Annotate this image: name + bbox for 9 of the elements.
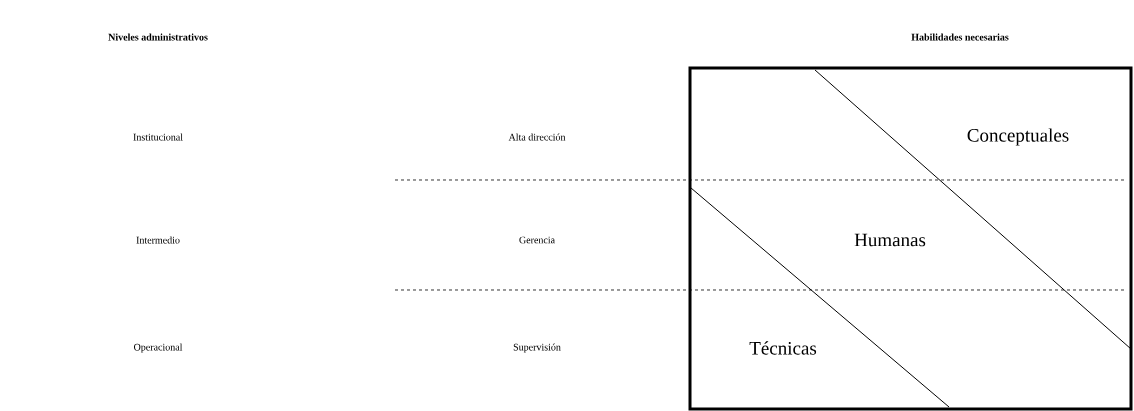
level-label: Intermedio xyxy=(136,236,180,244)
level-label: Alta dirección xyxy=(508,133,566,141)
heading: Habilidades necesarias xyxy=(911,33,1009,41)
level-label: Institucional xyxy=(133,133,183,141)
level-label: Supervisión xyxy=(513,343,561,353)
heading: Niveles administrativos xyxy=(108,33,208,41)
skills-box: Conceptuales Humanas Técnicas xyxy=(688,66,1133,411)
level-label: Gerencia xyxy=(519,236,555,244)
level-label: Operacional xyxy=(134,343,183,353)
